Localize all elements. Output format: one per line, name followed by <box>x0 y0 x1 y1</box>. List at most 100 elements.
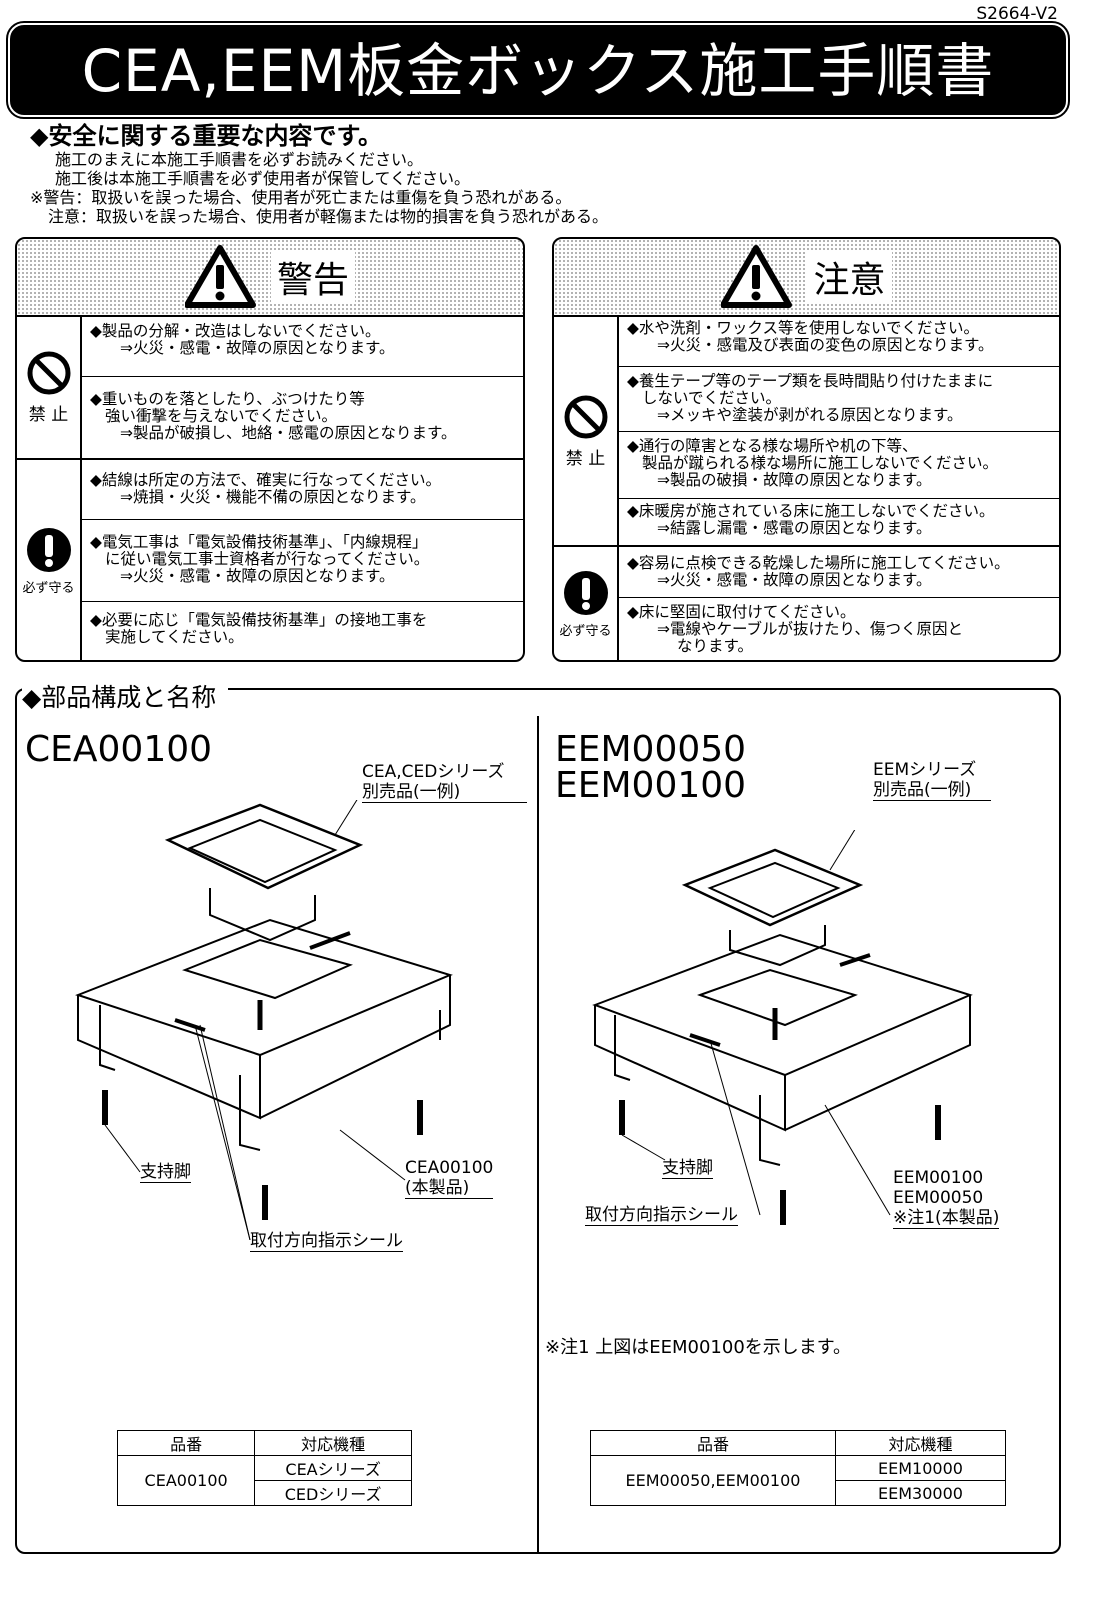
page-title: CEA,EEM板金ボックス施工手順書 <box>6 21 1070 119</box>
safety-note: ※警告：取扱いを誤った場合、使用者が死亡または重傷を負う恐れがある。 <box>30 188 572 207</box>
product-label-line: EEM00100 <box>893 1168 984 1188</box>
prohibit-icon <box>563 394 609 440</box>
item-consequence-cont: なります。 <box>677 637 753 655</box>
seal-label: 取付方向指示シール <box>250 1231 403 1252</box>
caution-item: ◆水や洗剤・ワックス等を使用しないでください。⇒火災・感電及び表面の変色の原因と… <box>619 317 1059 367</box>
table-cell-model: EEM30000 <box>835 1480 1006 1506</box>
item-text: ◆重いものを落としたり、ぶつけたり等 <box>90 390 365 408</box>
option-label: EEMシリーズ別売品(一例) <box>873 760 991 801</box>
item-text: ◆結線は所定の方法で、確実に行なってください。 <box>90 471 442 489</box>
table-header: 品番 <box>116 1430 256 1456</box>
item-consequence: ⇒火災・感電・故障の原因となります。 <box>120 339 395 357</box>
must-label: 必ず守る <box>559 624 612 639</box>
item-consequence: ⇒焼損・火災・機能不備の原因となります。 <box>120 488 426 506</box>
item-text: ◆通行の障害となる様な場所や机の下等、 <box>627 437 918 455</box>
table-header: 品番 <box>590 1430 836 1456</box>
option-label-line: 別売品(一例) <box>873 780 991 801</box>
warning-header: 警告 <box>17 239 523 317</box>
safety-note: 注意：取扱いを誤った場合、使用者が軽傷または物的損害を負う恐れがある。 <box>48 207 609 226</box>
table-cell-part: EEM00050,EEM00100 <box>590 1455 836 1506</box>
figure-note: ※注1 上図はEEM00100を示します。 <box>545 1337 851 1358</box>
prohibit-label: 禁 止 <box>565 448 606 469</box>
item-text-cont: 実施してください。 <box>105 628 244 646</box>
caution-item: ◆養生テープ等のテープ類を長時間貼り付けたままにしないでください。⇒メッキや塗装… <box>619 367 1059 432</box>
model-title-cea: CEA00100 <box>25 729 213 770</box>
warning-triangle-icon <box>721 245 793 309</box>
item-text-cont: 製品が蹴られる様な場所に施工しないでください。 <box>642 454 999 472</box>
table-cell-model: EEM10000 <box>835 1455 1006 1481</box>
item-consequence: ⇒製品の破損・故障の原因となります。 <box>657 471 932 489</box>
warning-item: ◆電気工事は「電気設備技術基準」、「内線規程」に従い電気工事士資格者が行なってく… <box>82 520 523 602</box>
safety-line: 施工のまえに本施工手順書を必ずお読みください。 <box>55 150 424 169</box>
product-label-line: EEM00050 <box>893 1188 984 1208</box>
product-label-line: ※注1(本製品) <box>893 1208 1000 1229</box>
caution-item: ◆床暖房が施されている床に施工しないでください。⇒結露し漏電・感電の原因となりま… <box>619 499 1059 547</box>
caution-header: 注意 <box>554 239 1059 317</box>
item-text: ◆製品の分解・改造はしないでください。 <box>90 322 381 340</box>
item-text: ◆水や洗剤・ワックス等を使用しないでください。 <box>627 319 979 337</box>
safety-notice: ◆安全に関する重要な内容です。 施工のまえに本施工手順書を必ずお読みください。 … <box>30 122 608 226</box>
item-text: ◆床に堅固に取付けてください。 <box>627 603 856 621</box>
parts-heading: ◆部品構成と名称 <box>22 678 229 714</box>
item-text-cont: 強い衝撃を与えないでください。 <box>105 407 338 425</box>
caution-item: ◆通行の障害となる様な場所や机の下等、製品が蹴られる様な場所に施工しないでくださ… <box>619 432 1059 499</box>
product-label: CEA00100(本製品) <box>405 1158 494 1199</box>
support-leg-icon <box>102 1000 423 1220</box>
must-group: 必ず守る ◆容易に点検できる乾燥した場所に施工してください。⇒火災・感電・故障の… <box>554 547 1059 660</box>
item-text: ◆容易に点検できる乾燥した場所に施工してください。 <box>627 554 1010 572</box>
eem-box-illustration <box>592 830 973 1225</box>
support-leg-icon <box>619 1008 941 1225</box>
caution-panel: 注意 禁 止 ◆水や洗剤・ワックス等を使用しないでください。⇒火災・感電及び表面… <box>552 237 1061 662</box>
item-consequence: ⇒火災・感電及び表面の変色の原因となります。 <box>657 336 994 354</box>
parts-section <box>15 688 1061 1554</box>
caution-title: 注意 <box>807 251 892 303</box>
caution-item: ◆床に堅固に取付けてください。⇒電線やケーブルが抜けたり、傷つく原因となります。 <box>619 598 1059 660</box>
option-label-line: EEMシリーズ <box>873 760 977 780</box>
cea-box-illustration <box>75 800 453 1240</box>
warning-item: ◆製品の分解・改造はしないでください。⇒火災・感電・故障の原因となります。 <box>82 317 523 377</box>
item-consequence: ⇒火災・感電・故障の原因となります。 <box>657 571 932 589</box>
item-consequence: ⇒メッキや塗装が剥がれる原因となります。 <box>657 406 963 424</box>
table-cell-model: CEDシリーズ <box>254 1480 412 1506</box>
option-label: CEA,CEDシリーズ別売品(一例) <box>362 762 527 803</box>
table-header: 対応機種 <box>835 1430 1006 1456</box>
leg-label: 支持脚 <box>662 1158 713 1179</box>
item-consequence: ⇒製品が破損し、地絡・感電の原因となります。 <box>120 424 457 442</box>
item-consequence: ⇒電線やケーブルが抜けたり、傷つく原因と <box>657 620 963 638</box>
table-header: 対応機種 <box>254 1430 412 1456</box>
seal-label: 取付方向指示シール <box>585 1205 738 1226</box>
safety-heading: ◆安全に関する重要な内容です。 <box>30 122 383 150</box>
warning-triangle-icon <box>185 245 257 309</box>
caution-item: ◆容易に点検できる乾燥した場所に施工してください。⇒火災・感電・故障の原因となり… <box>619 547 1059 598</box>
item-text: ◆電気工事は「電気設備技術基準」、「内線規程」 <box>90 533 428 551</box>
warning-panel: 警告 禁 止 ◆製品の分解・改造はしないでください。⇒火災・感電・故障の原因とな… <box>15 237 525 662</box>
document-code: S2664-V2 <box>976 4 1058 24</box>
item-text-cont: しないでください。 <box>642 389 782 407</box>
warning-item: ◆結線は所定の方法で、確実に行なってください。⇒焼損・火災・機能不備の原因となり… <box>82 460 523 520</box>
warning-title: 警告 <box>270 251 355 303</box>
table-cell-part: CEA00100 <box>116 1455 256 1506</box>
warning-item: ◆必要に応じ「電気設備技術基準」の接地工事を実施してください。 <box>82 602 523 660</box>
product-label-line: (本製品) <box>405 1178 494 1199</box>
table-cell-model: CEAシリーズ <box>254 1455 412 1481</box>
must-do-icon <box>26 527 71 572</box>
must-group: 必ず守る ◆結線は所定の方法で、確実に行なってください。⇒焼損・火災・機能不備の… <box>17 460 523 660</box>
leg-label: 支持脚 <box>140 1162 191 1183</box>
must-label: 必ず守る <box>22 580 75 596</box>
safety-line: 施工後は本施工手順書を必ず使用者が保管してください。 <box>55 169 471 188</box>
prohibit-label: 禁 止 <box>28 405 69 425</box>
prohibit-icon <box>26 350 72 396</box>
model-title-line: EEM00100 <box>555 765 747 806</box>
must-do-icon <box>563 571 608 615</box>
item-text: ◆必要に応じ「電気設備技術基準」の接地工事を <box>90 611 428 629</box>
option-label-line: 別売品(一例) <box>362 782 527 803</box>
option-label-line: CEA,CEDシリーズ <box>362 762 505 782</box>
warning-item: ◆重いものを落としたり、ぶつけたり等強い衝撃を与えないでください。⇒製品が破損し… <box>82 377 523 460</box>
section-divider <box>537 716 539 1552</box>
item-consequence: ⇒火災・感電・故障の原因となります。 <box>120 567 395 585</box>
prohibit-group: 禁 止 ◆製品の分解・改造はしないでください。⇒火災・感電・故障の原因となります… <box>17 317 523 460</box>
